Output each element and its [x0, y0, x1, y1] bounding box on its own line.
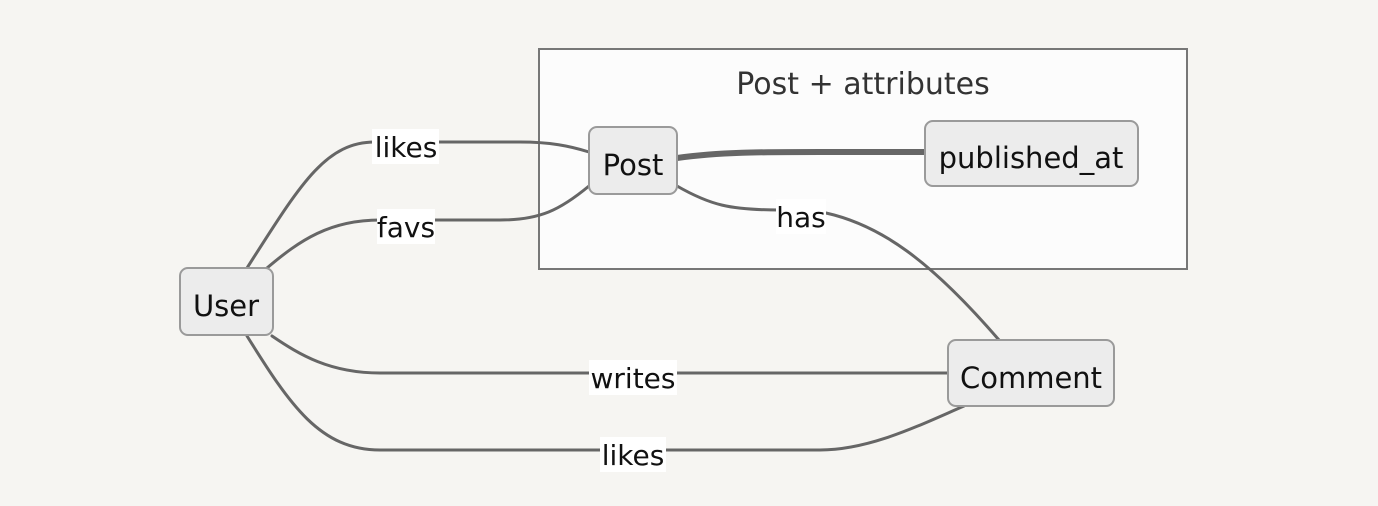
- edge-user-likes-comment: [245, 334, 966, 452]
- edge-label-text: likes: [375, 131, 438, 164]
- edge-label-bg: [372, 129, 439, 164]
- edge-post-has-comment: [675, 184, 1001, 342]
- node-label: published_at: [939, 141, 1124, 175]
- node-box: [588, 126, 678, 195]
- edge-label-text: favs: [377, 211, 435, 244]
- node-box: [947, 339, 1115, 407]
- node-comment[interactable]: Comment: [947, 339, 1115, 407]
- node-post[interactable]: Post: [588, 126, 678, 195]
- node-published-at[interactable]: published_at: [924, 120, 1139, 187]
- edge-labels: likes favs has writes likes: [372, 129, 826, 472]
- edge-label-likes-post: likes: [372, 129, 439, 164]
- edges: [245, 140, 1001, 452]
- edge-label-likes-comment: likes: [600, 437, 666, 472]
- edge-label-bg: [600, 437, 666, 472]
- node-label: Comment: [960, 361, 1102, 395]
- edge-label-bg: [589, 360, 677, 395]
- node-user[interactable]: User: [179, 267, 274, 336]
- edge-label-favs-post: favs: [377, 209, 435, 244]
- node-label: User: [193, 289, 259, 323]
- edge-label-bg: [377, 209, 435, 244]
- edge-label-text: writes: [591, 362, 676, 395]
- node-box: [924, 120, 1139, 187]
- edge-label-text: likes: [602, 439, 665, 472]
- edge-user-writes-comment: [270, 334, 950, 375]
- edge-label-has-comment: has: [776, 199, 826, 234]
- edge-label-writes-comment: writes: [589, 360, 677, 395]
- edge-label-text: has: [776, 201, 826, 234]
- node-label: Post: [603, 148, 664, 182]
- edge-label-bg: [776, 199, 826, 234]
- edge-user-likes-post: [245, 140, 591, 270]
- node-box: [179, 267, 274, 336]
- edge-post-published-at: [674, 149, 928, 161]
- cluster-title: Post + attributes: [736, 67, 989, 102]
